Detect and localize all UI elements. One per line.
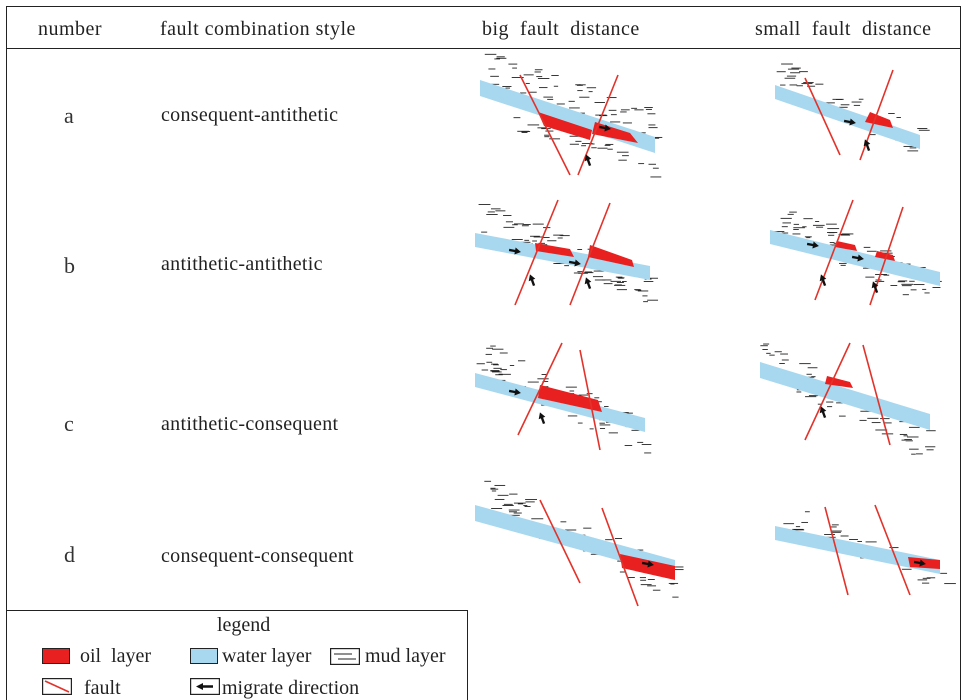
- migrate-direction-swatch: [190, 678, 220, 695]
- water-layer: [760, 362, 930, 430]
- fault-line: [862, 344, 891, 446]
- header-big-distance: big fault distance: [482, 18, 640, 40]
- migrate-arrow: [508, 388, 521, 396]
- fault-line: [874, 504, 911, 596]
- diagram-b-small: [770, 199, 942, 306]
- water-layer-swatch: [190, 648, 218, 664]
- migrate-arrow: [863, 139, 871, 152]
- water-layer: [475, 233, 650, 280]
- oil-layer: [835, 241, 857, 251]
- migrate-arrow: [851, 254, 864, 262]
- fault-line: [539, 499, 581, 584]
- row-a-number: a: [64, 103, 74, 128]
- migrate-arrow: [806, 241, 819, 249]
- row-c-style: antithetic-consequent: [161, 413, 339, 435]
- fault-line: [804, 77, 841, 156]
- row-a-style: consequent-antithetic: [161, 104, 339, 126]
- diagram-b-big: [475, 199, 659, 306]
- header-divider: [6, 48, 961, 49]
- diagram-c-small: [760, 342, 936, 455]
- water-layer: [480, 80, 655, 153]
- fault-line: [519, 74, 571, 176]
- row-c-number: c: [64, 411, 74, 436]
- fault-line: [569, 202, 611, 306]
- fault-swatch: [42, 678, 72, 695]
- fault-line: [579, 349, 601, 451]
- legend-fault-label: fault: [84, 677, 121, 699]
- fault-line: [859, 69, 894, 161]
- fault-line: [577, 74, 619, 176]
- oil-layer-swatch: [42, 648, 70, 664]
- oil-layer: [825, 376, 853, 388]
- row-d-number: d: [64, 542, 75, 567]
- legend-water-label: water layer: [222, 645, 312, 667]
- fault-line: [601, 507, 639, 607]
- fault-line: [814, 199, 854, 301]
- fault-line: [804, 342, 851, 441]
- table-frame: [6, 6, 961, 700]
- water-layer: [775, 526, 940, 574]
- diagram-c-big: [475, 342, 652, 454]
- oil-layer: [588, 245, 634, 267]
- oil-layer: [535, 243, 574, 257]
- mud-layer-swatch: [330, 648, 360, 665]
- migrate-arrow: [819, 274, 827, 287]
- row-d-style: consequent-consequent: [161, 545, 354, 567]
- diagram-a-small: [775, 63, 930, 161]
- header-small-distance: small fault distance: [755, 18, 932, 40]
- row-b-number: b: [64, 253, 75, 278]
- migrate-arrow: [568, 259, 581, 267]
- legend-migrate-label: migrate direction: [222, 677, 360, 699]
- migrate-arrow: [641, 560, 654, 568]
- diagram-a-big: [480, 53, 663, 178]
- oil-layer: [538, 385, 602, 412]
- oil-layer: [538, 112, 592, 140]
- diagram-d-big: [475, 480, 684, 607]
- header-fault-style: fault combination style: [160, 18, 356, 40]
- migrate-arrow: [598, 124, 611, 132]
- migrate-arrow: [913, 559, 926, 567]
- migrate-arrow: [538, 412, 546, 425]
- migrate-arrow: [584, 277, 592, 290]
- fault-line: [514, 199, 559, 306]
- legend-oil-label: oil layer: [80, 645, 152, 667]
- migrate-arrow: [508, 247, 521, 255]
- row-b-style: antithetic-antithetic: [161, 253, 323, 275]
- oil-layer: [865, 112, 893, 128]
- fault-line: [824, 506, 849, 596]
- oil-layer: [875, 251, 895, 261]
- migrate-arrow: [871, 281, 879, 294]
- legend-box: [6, 610, 468, 700]
- diagram-d-small: [775, 504, 956, 596]
- water-layer: [775, 85, 920, 149]
- header-number: number: [38, 18, 103, 40]
- migrate-arrow: [584, 154, 592, 167]
- legend-title: legend: [217, 614, 271, 636]
- migrate-arrow: [843, 118, 856, 126]
- fault-line: [517, 342, 563, 436]
- migrate-arrow: [819, 406, 827, 419]
- legend-mud-label: mud layer: [365, 645, 446, 667]
- migrate-arrow: [528, 274, 536, 287]
